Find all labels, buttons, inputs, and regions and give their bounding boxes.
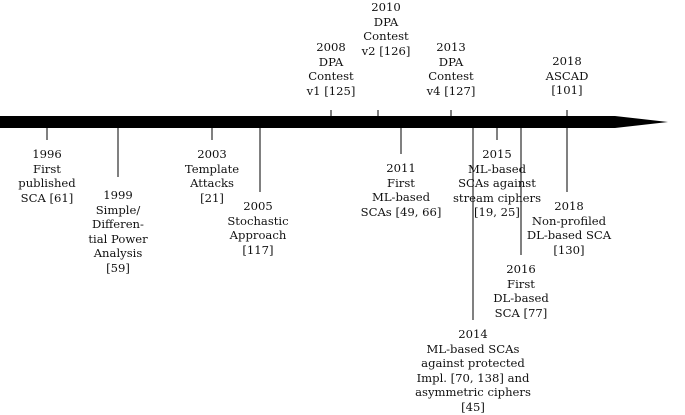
- event-text-line: v4 [127]: [426, 83, 476, 98]
- event-year: 2014: [458, 327, 488, 341]
- event-text-line: DPA: [318, 54, 344, 69]
- event-text-line: Stochastic: [227, 213, 289, 228]
- event-year: 2016: [506, 262, 536, 276]
- event-text-line: v2 [126]: [361, 43, 411, 58]
- event-year: 2010: [371, 0, 401, 14]
- event-year: 1996: [32, 147, 62, 161]
- event-text-line: [130]: [553, 242, 585, 257]
- event-text-line: Contest: [363, 29, 409, 44]
- event-text-line: ML-based: [371, 190, 431, 205]
- event-year: 2018: [552, 54, 582, 68]
- event-text-line: against protected: [421, 356, 525, 371]
- event-text-line: tial Power: [88, 231, 148, 246]
- event-text-line: Impl. [70, 138] and: [416, 370, 530, 385]
- event-text-line: [117]: [242, 242, 274, 257]
- event-text-line: [101]: [551, 83, 583, 98]
- event-text-line: Approach: [229, 228, 287, 243]
- event-year: 2003: [197, 147, 227, 161]
- event-year: 2015: [482, 147, 512, 161]
- event-text-line: ML-based: [467, 161, 527, 176]
- event-text-line: DL-based SCA: [526, 228, 612, 243]
- event-text-line: ML-based SCAs: [426, 341, 520, 356]
- event-text-line: stream ciphers: [452, 190, 542, 205]
- event-text-line: SCA [61]: [20, 190, 74, 205]
- event-text-line: Analysis: [93, 246, 143, 261]
- event-text-line: SCAs [49, 66]: [360, 204, 442, 219]
- event-text-line: SCA [77]: [494, 305, 548, 320]
- event-text-line: v1 [125]: [306, 83, 356, 98]
- event-text-line: [45]: [461, 399, 485, 414]
- event-year: 2008: [316, 40, 346, 54]
- event-text-line: [59]: [106, 260, 130, 275]
- event-text-line: DPA: [373, 14, 399, 29]
- event-text-line: [19, 25]: [474, 205, 520, 220]
- event-text-line: published: [18, 176, 76, 191]
- event-year: 2013: [436, 40, 466, 54]
- event-year: 2005: [243, 199, 273, 213]
- event-text-line: Contest: [428, 69, 474, 84]
- event-text-line: Simple/: [95, 202, 141, 217]
- event-year: 2018: [554, 199, 584, 213]
- event-text-line: Non-profiled: [531, 213, 607, 228]
- event-text-line: DL-based: [493, 291, 549, 306]
- event-text-line: First: [387, 175, 415, 190]
- event-year: 1999: [103, 188, 133, 202]
- event-text-line: asymmetric ciphers: [415, 385, 531, 400]
- event-year: 2011: [386, 161, 416, 175]
- event-text-line: Contest: [308, 69, 354, 84]
- event-text-line: SCAs against: [458, 176, 536, 191]
- event-text-line: [21]: [200, 190, 224, 205]
- event-text-line: Differen-: [92, 217, 144, 232]
- event-text-line: ASCAD: [545, 68, 589, 83]
- event-text-line: First: [507, 276, 535, 291]
- event-text-line: Template: [184, 161, 240, 176]
- event-text-line: First: [33, 161, 61, 176]
- event-text-line: Attacks: [190, 176, 234, 191]
- timeline-arrow: [0, 116, 668, 128]
- event-text-line: DPA: [438, 54, 464, 69]
